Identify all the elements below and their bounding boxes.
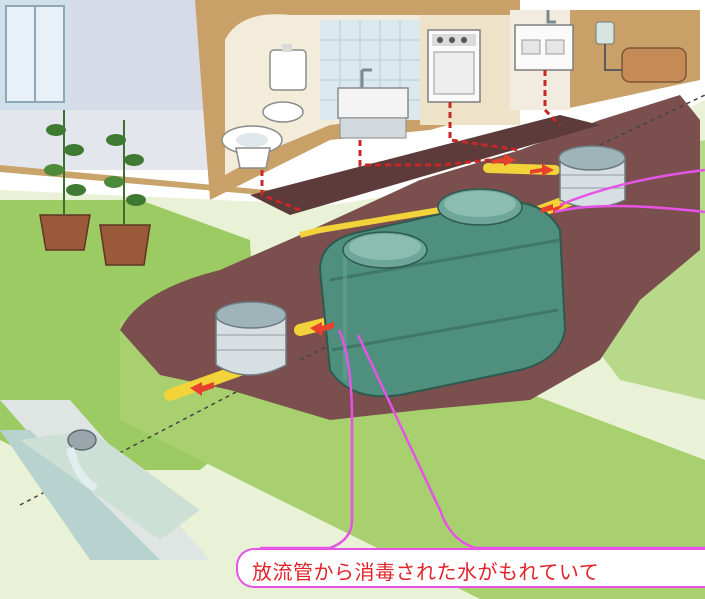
blower-icon [595, 21, 687, 83]
manhole-icon [558, 145, 626, 209]
caption-text: 放流管から消毒された水がもれていて [252, 560, 600, 584]
manhole-icon [215, 301, 287, 376]
toilet-icon [221, 44, 307, 169]
plant-icon [39, 110, 91, 251]
washing-machine-icon [427, 29, 481, 103]
kitchen-icon [514, 10, 574, 71]
callout-leader-lines [260, 168, 705, 550]
drain-outlet-icon [0, 400, 210, 560]
plant-icon [99, 120, 151, 266]
house-wall [0, 0, 320, 200]
inflow-pipes [260, 70, 562, 212]
house-window [0, 0, 70, 110]
sink-icon [337, 68, 409, 139]
flow-arrows [190, 154, 565, 396]
septic-tank-icon [318, 188, 567, 398]
caption-callout: 放流管から消毒された水がもれていて [236, 548, 705, 588]
